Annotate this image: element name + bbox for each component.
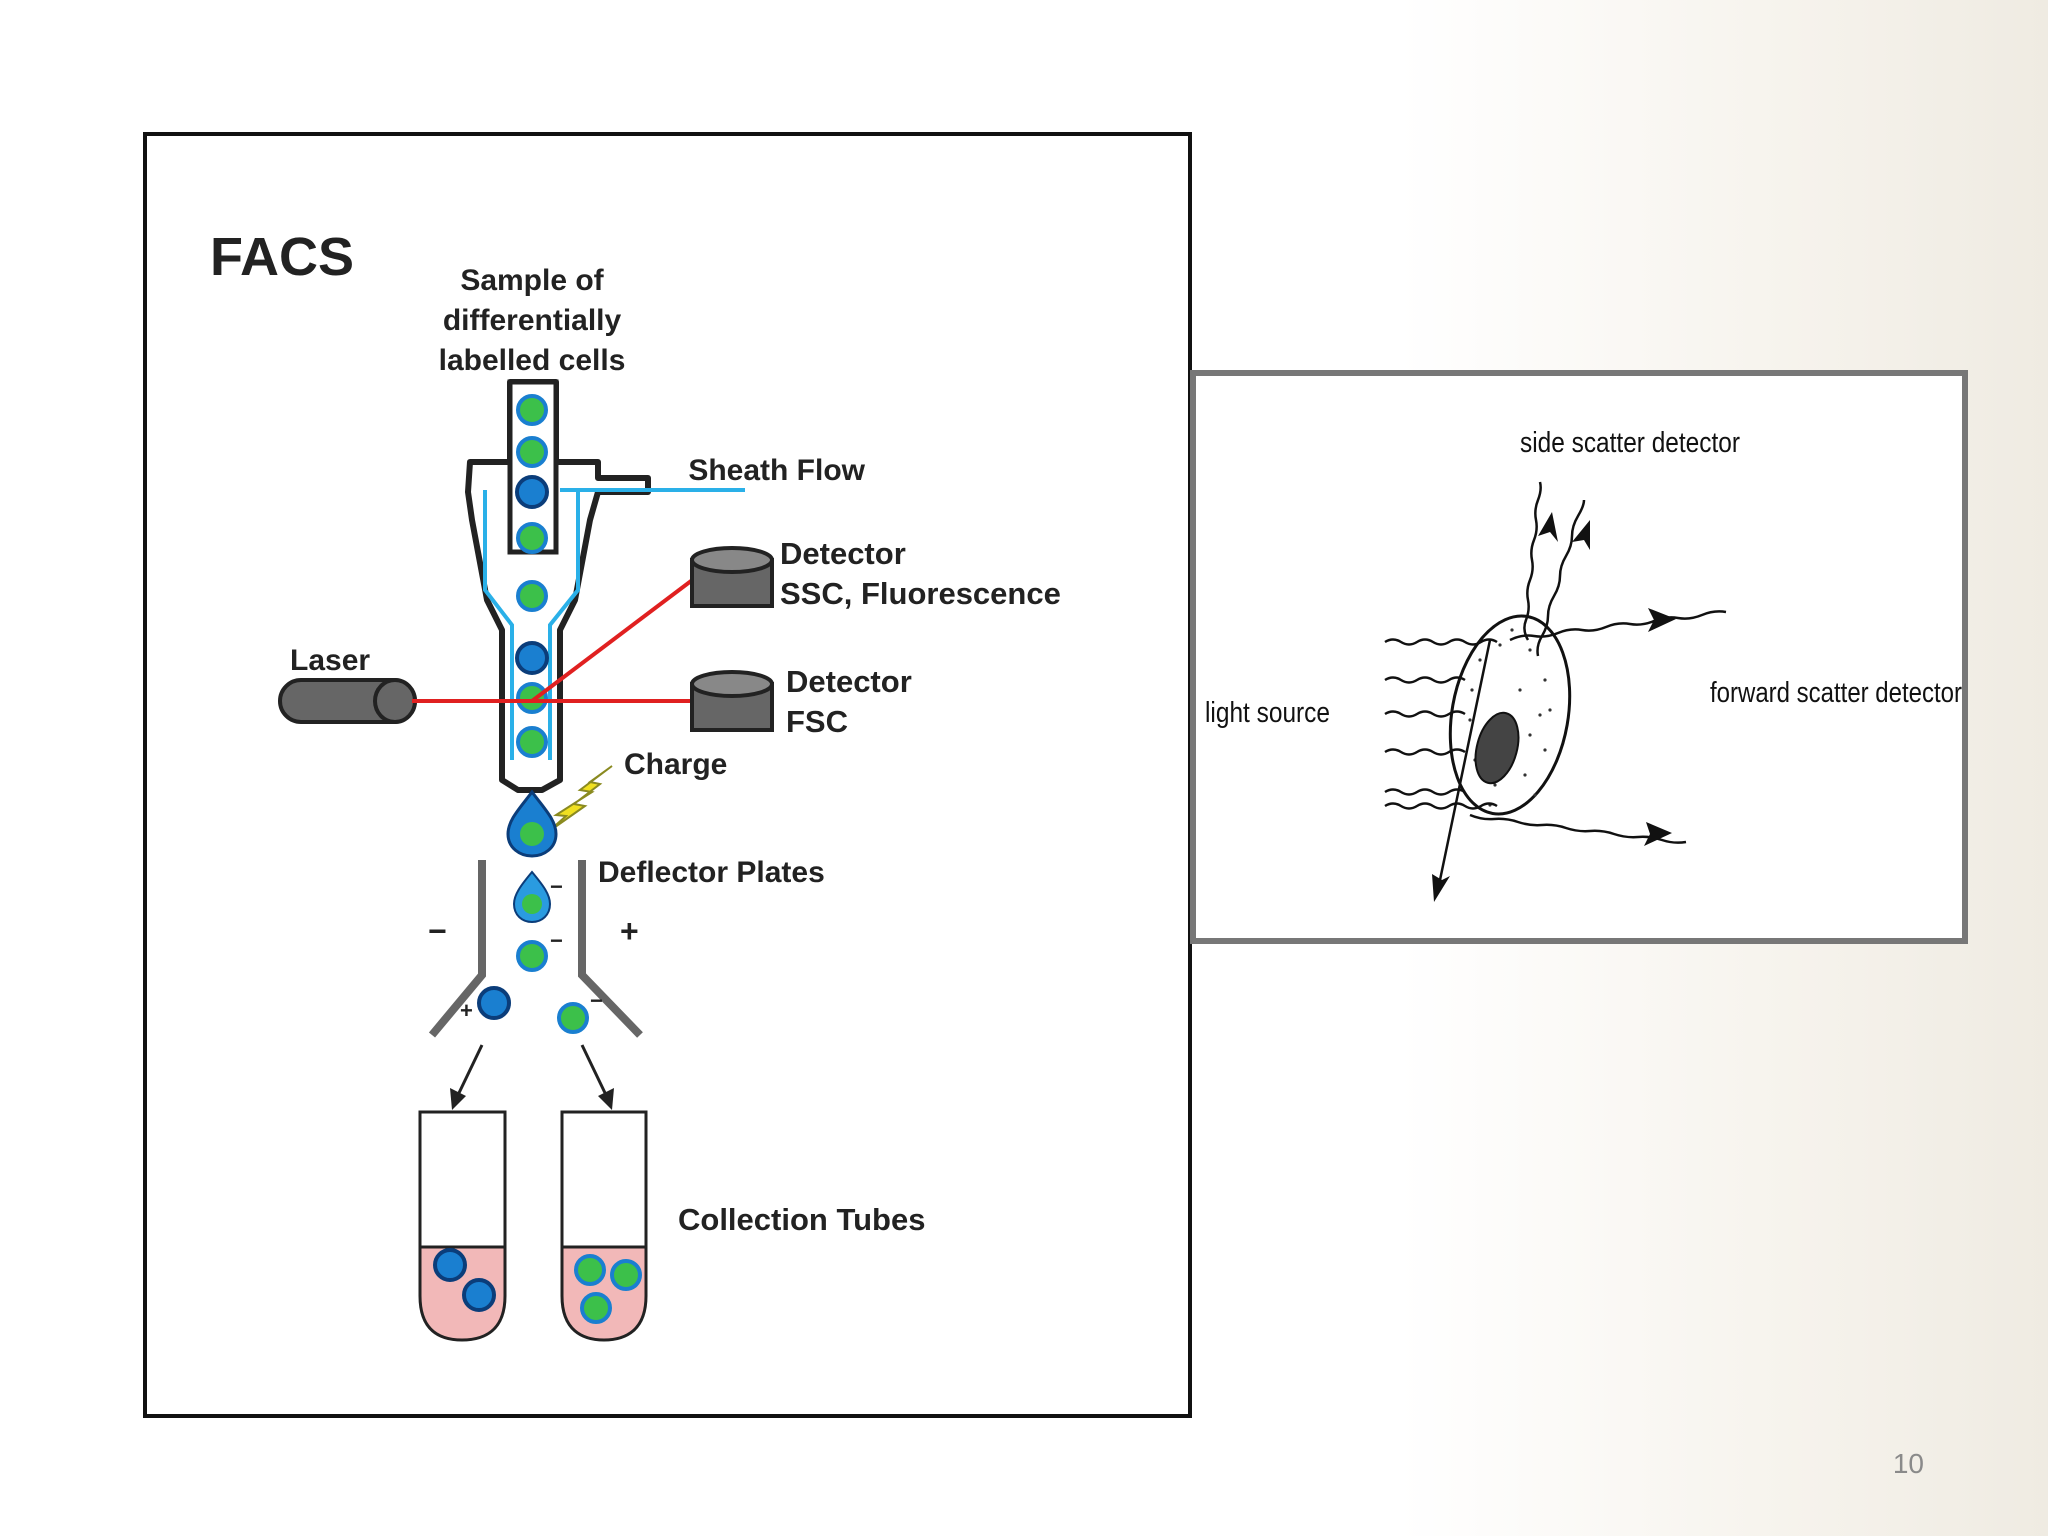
deflector-plate-negative — [428, 860, 486, 1038]
cell-blue — [477, 986, 511, 1020]
sheath-flow-label: Sheath Flow — [688, 454, 865, 487]
droplet-charge-negative: − — [550, 874, 563, 899]
cell-green — [516, 580, 548, 612]
cell-green — [516, 726, 548, 758]
collection-tube-right — [560, 1110, 648, 1342]
collection-tubes-label: Collection Tubes — [678, 1202, 925, 1237]
scatter-ray-down — [1432, 639, 1492, 902]
cell-green — [516, 682, 548, 714]
laser-label: Laser — [290, 644, 370, 677]
side-scatter-beam — [530, 576, 697, 703]
negative-sign: − — [428, 913, 447, 949]
cell-green — [520, 822, 544, 846]
detector-ssc-label-line1: Detector — [780, 536, 906, 571]
detector-fsc-label-line1: Detector — [786, 664, 912, 699]
positive-sign: + — [620, 913, 639, 949]
facs-title: FACS — [210, 227, 354, 287]
detector-fsc-label-line2: FSC — [786, 704, 848, 739]
cell-green — [516, 522, 548, 554]
cell-green — [516, 436, 548, 468]
stream-cells — [515, 394, 549, 758]
light-source-label: light source — [1205, 697, 1330, 729]
sheath-flow-right — [548, 488, 580, 760]
sample-label-line1: Sample of — [460, 264, 604, 297]
sample-label-line2: differentially — [443, 304, 622, 337]
deflector-plate-positive — [578, 860, 643, 1038]
cell-blue — [515, 475, 549, 509]
facs-frame — [143, 132, 1192, 1418]
page-number: 10 — [1892, 1448, 1924, 1479]
arrow-to-left-tube — [450, 1044, 484, 1110]
detector-fsc — [690, 670, 774, 732]
deflector-plates-label: Deflector Plates — [598, 856, 825, 889]
cell-green — [516, 940, 548, 972]
scatter-frame — [1190, 370, 1968, 944]
side-scatter-ray-right — [1536, 499, 1590, 657]
cell-blue — [515, 641, 549, 675]
cell-green — [516, 394, 548, 426]
droplet-charge-positive: + — [460, 998, 473, 1023]
laser-device — [278, 678, 417, 724]
incident-light-waves — [1384, 638, 1498, 810]
cell-nucleus — [1474, 711, 1520, 785]
cell-green — [557, 1002, 589, 1034]
collection-tube-left — [418, 1110, 507, 1342]
charge-label: Charge — [624, 748, 727, 781]
detector-ssc — [690, 546, 774, 608]
cell-green — [522, 894, 542, 914]
sample-label-line3: labelled cells — [439, 344, 626, 377]
detector-ssc-label-line2: SSC, Fluorescence — [780, 576, 1061, 611]
forward-scatter-label: forward scatter detector — [1710, 677, 1962, 709]
droplet-charge-negative: − — [550, 928, 563, 953]
side-scatter-ray-left — [1523, 481, 1558, 641]
arrow-to-right-tube — [580, 1044, 614, 1110]
side-scatter-label: side scatter detector — [1520, 427, 1740, 459]
forward-scatter-ray-upper — [1509, 608, 1727, 642]
droplet-charge-negative: − — [590, 988, 603, 1013]
sheath-flow-left — [483, 490, 514, 760]
forward-scatter-ray-lower — [1469, 813, 1687, 846]
